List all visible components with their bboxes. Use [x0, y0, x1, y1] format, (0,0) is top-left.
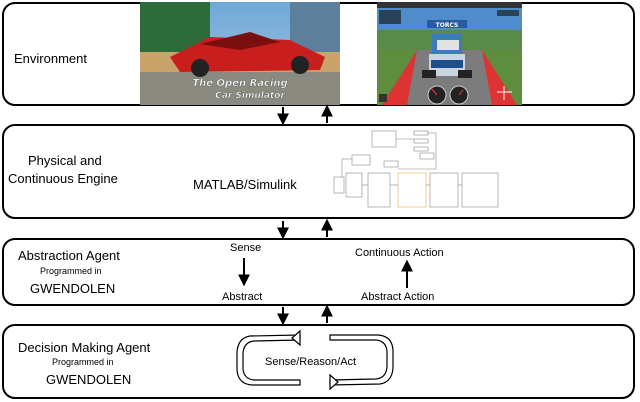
- physical-title-line1: Physical and: [28, 153, 102, 168]
- torcs-title-image: The Open Racing Car Simulator: [140, 2, 340, 105]
- decision-language: GWENDOLEN: [46, 372, 132, 387]
- racing-game-screenshot: TORCS: [377, 2, 522, 105]
- environment-title: Environment: [14, 51, 87, 66]
- decision-programmed-in: Programmed in: [52, 357, 114, 367]
- abstraction-agent-layer: [2, 238, 635, 306]
- abstraction-programmed-in: Programmed in: [40, 266, 102, 276]
- decision-agent-layer: [2, 324, 635, 399]
- cycle-label: Sense/Reason/Act: [265, 356, 357, 368]
- continuous-action-label: Continuous Action: [355, 247, 444, 259]
- physical-title-line2: Continuous Engine: [8, 171, 118, 186]
- torcs-logo-line1: The Open Racing: [192, 78, 287, 89]
- abstraction-language: GWENDOLEN: [30, 281, 116, 296]
- sense-label: Sense: [230, 242, 262, 254]
- torcs-logo-line2: Car Simulator: [215, 91, 285, 101]
- abstract-action-label: Abstract Action: [361, 291, 435, 303]
- physical-engine-layer: [2, 124, 635, 219]
- abstract-label: Abstract: [222, 291, 263, 303]
- simulink-diagram: [332, 129, 502, 213]
- matlab-simulink-label: MATLAB/Simulink: [193, 177, 297, 192]
- abstraction-title: Abstraction Agent: [18, 248, 120, 263]
- game-banner: TORCS: [436, 22, 459, 29]
- decision-title: Decision Making Agent: [18, 340, 151, 355]
